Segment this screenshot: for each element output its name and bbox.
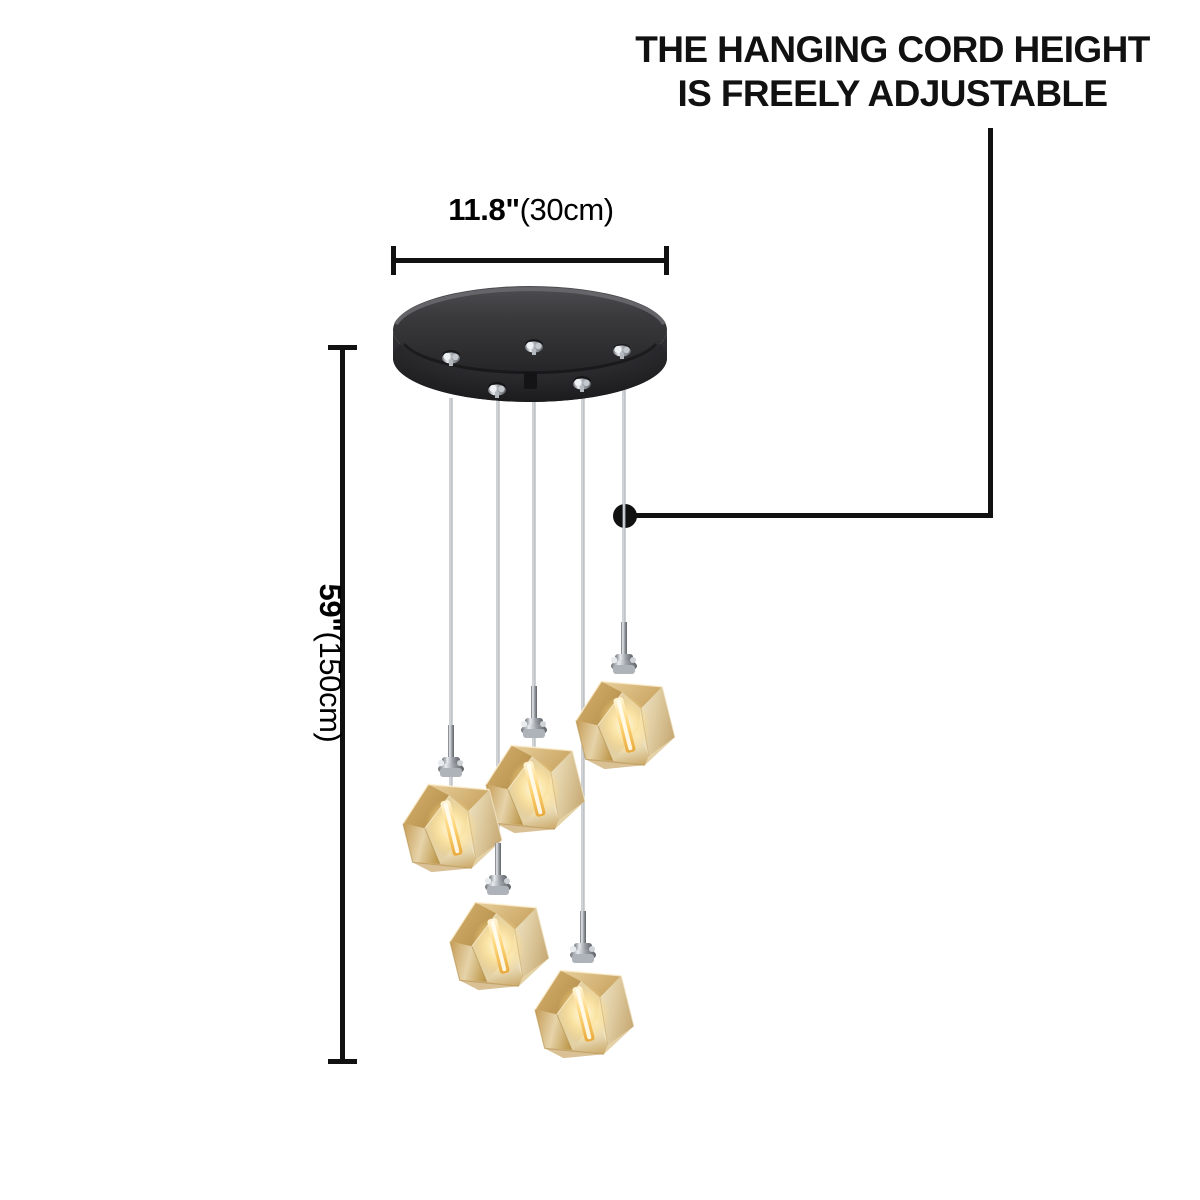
cord-5 (581, 398, 585, 958)
cord-4 (496, 398, 500, 888)
width-imperial-value: 11.8" (448, 192, 520, 227)
cord-3 (622, 350, 626, 668)
pendant-3 (567, 622, 681, 780)
headline-line-1: THE HANGING CORD HEIGHT (635, 29, 1150, 70)
suspension-cords (449, 350, 626, 958)
cord-1 (449, 398, 453, 818)
width-dimension-line (393, 258, 668, 263)
cord-2 (532, 352, 536, 784)
ceiling-canopy (393, 286, 667, 402)
width-dimension-label: 11.8"(30cm) (393, 192, 669, 228)
width-tick-left (391, 246, 396, 275)
width-tick-right (664, 246, 669, 275)
width-metric-value: (30cm) (519, 192, 614, 227)
callout-vertical-line (988, 128, 993, 518)
pendant-5 (526, 911, 640, 1069)
pendant-1 (394, 725, 508, 883)
callout-horizontal-line (626, 513, 993, 518)
headline-line-2: IS FREELY ADJUSTABLE (677, 72, 1108, 114)
height-dimension-line (340, 347, 345, 1063)
page-title: THE HANGING CORD HEIGHT IS FREELY ADJUST… (600, 28, 1185, 115)
height-tick-bottom (328, 1059, 357, 1064)
height-tick-top (328, 345, 357, 350)
